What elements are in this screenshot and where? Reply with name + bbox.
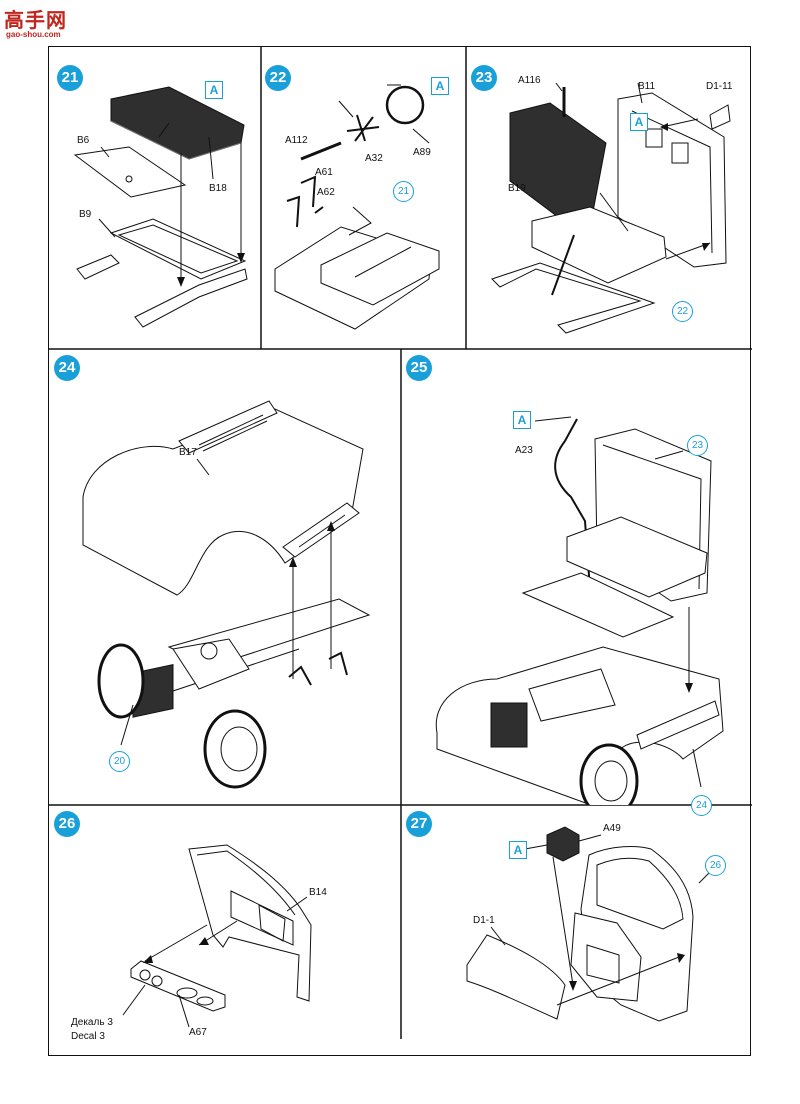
label-a67: A67 <box>189 1027 207 1038</box>
ref-step-23: 23 <box>687 435 708 456</box>
step-21-drawing <box>73 86 248 328</box>
panel-dividers <box>49 47 752 1039</box>
ref-step-21: 21 <box>393 181 414 202</box>
label-a61: A61 <box>315 167 333 178</box>
marker-a: A <box>513 411 531 429</box>
step-24-drawing <box>82 400 371 789</box>
step-number: 27 <box>406 811 432 837</box>
step-number: 22 <box>265 65 291 91</box>
step-number: 21 <box>57 65 83 91</box>
step-23-panel: 23 A116 B11 D1-11 <box>466 47 752 349</box>
label-a32: A32 <box>365 153 383 164</box>
step-27-panel: 27 A A49 D1-1 26 <box>401 805 752 1039</box>
label-a89: A89 <box>413 147 431 158</box>
step-23-drawing <box>491 82 731 334</box>
label-b19: B19 <box>508 183 526 194</box>
label-a23: A23 <box>515 445 533 456</box>
step-number: 25 <box>406 355 432 381</box>
step-22-drawing <box>274 84 440 330</box>
step-21-panel: 21 A B6 B18 B9 <box>49 47 261 349</box>
label-b11: B11 <box>638 81 656 92</box>
label-a112: A112 <box>285 135 308 146</box>
label-decal-ru: Декаль 3 <box>71 1017 113 1028</box>
step-24-panel: 24 <box>49 349 401 805</box>
label-b18: B18 <box>209 183 227 194</box>
label-d1-11: D1-11 <box>706 81 733 92</box>
step-number: 23 <box>471 65 497 91</box>
ref-step-24: 24 <box>691 795 712 816</box>
marker-a: A <box>205 81 223 99</box>
label-decal-en: Decal 3 <box>71 1031 105 1042</box>
step-26-drawing <box>122 844 312 1028</box>
label-b14: B14 <box>309 887 327 898</box>
instruction-sheet: 21 A B6 B18 B9 22 <box>48 46 752 1056</box>
logo-url: gao-shou.com <box>6 30 61 39</box>
label-a62: A62 <box>317 187 335 198</box>
ref-step-22: 22 <box>672 301 693 322</box>
step-22-panel: 22 A A112 A61 A62 A32 <box>261 47 466 349</box>
label-d1-1: D1-1 <box>473 915 495 926</box>
logo-mark: 高手网 <box>4 10 67 32</box>
ref-step-26: 26 <box>705 855 726 876</box>
marker-a: A <box>630 113 648 131</box>
ref-step-20: 20 <box>109 751 130 772</box>
label-b6: B6 <box>77 135 90 146</box>
step-25-drawing <box>435 416 724 805</box>
label-b17: B17 <box>179 447 197 458</box>
marker-a: A <box>431 77 449 95</box>
step-25-panel: 25 A A23 23 24 <box>401 349 752 816</box>
label-b9: B9 <box>79 209 92 220</box>
label-a49: A49 <box>603 823 621 834</box>
step-26-panel: 26 B14 Декаль 3 Decal 3 A67 <box>49 805 401 1042</box>
label-a116: A116 <box>518 75 541 86</box>
marker-a: A <box>509 841 527 859</box>
step-number: 24 <box>54 355 80 381</box>
step-number: 26 <box>54 811 80 837</box>
step-27-drawing <box>466 826 720 1022</box>
site-logo: 高手网 gao-shou.com <box>4 4 74 42</box>
